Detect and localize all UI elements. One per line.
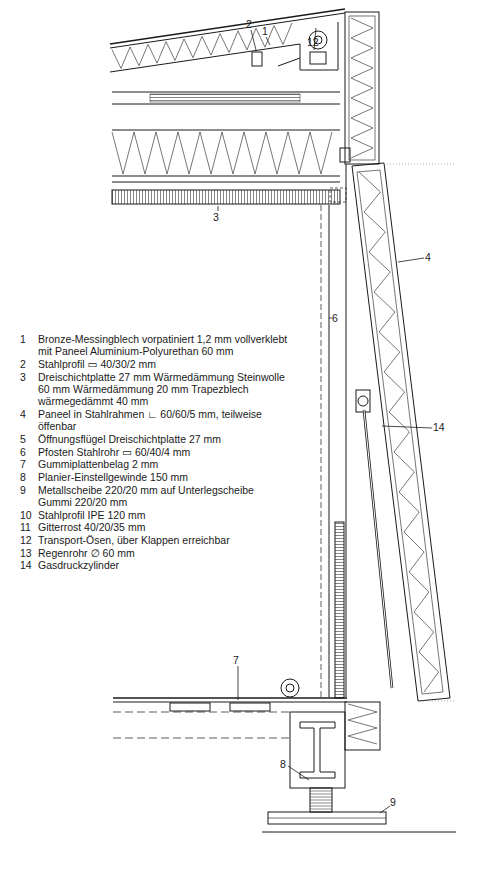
base-plate	[262, 812, 456, 832]
key-text: Dreischichtplatte 27 mm Wärmedämmung Ste…	[38, 371, 288, 408]
key-number: 12	[20, 534, 38, 546]
callout-number: 14	[433, 421, 445, 433]
key-number: 5	[20, 433, 38, 445]
key-text: Öffnungsflügel Dreischichtplatte 27 mm	[38, 433, 288, 445]
key-text: Pfosten Stahlrohr ▭ 60/40/4 mm	[38, 446, 288, 458]
key-number: 6	[20, 446, 38, 458]
facade-panel	[352, 163, 450, 701]
floor-build-up	[113, 679, 347, 738]
key-number: 1	[20, 333, 38, 358]
key-item: 1Bronze-Messingblech vorpatiniert 1,2 mm…	[20, 333, 295, 358]
key-number: 10	[20, 509, 38, 521]
key-text: Gitterrost 40/20/35 mm	[38, 521, 288, 533]
opening-sash	[335, 522, 344, 698]
ceiling-layers	[112, 92, 340, 204]
gutter-eyelet	[278, 22, 338, 70]
levelling-screw	[310, 788, 332, 812]
key-text: Regenrohr ∅ 60 mm	[38, 547, 288, 559]
key-item: 9Metallscheibe 220/20 mm auf Unterlegsch…	[20, 484, 295, 509]
callout-number: 9	[390, 796, 396, 808]
steel-beam	[290, 702, 380, 788]
key-text: Transport-Ösen, über Klappen erreichbar	[38, 534, 288, 546]
key-item: 11Gitterrost 40/20/35 mm	[20, 521, 295, 533]
key-text: Gummiplattenbelag 2 mm	[38, 458, 288, 470]
gas-cylinder	[356, 390, 392, 688]
key-item: 6Pfosten Stahlrohr ▭ 60/40/4 mm	[20, 446, 295, 458]
key-number: 4	[20, 408, 38, 433]
key-text: Paneel in Stahlrahmen ∟ 60/60/5 mm, teil…	[38, 408, 288, 433]
key-number: 3	[20, 371, 38, 408]
roof-panel	[110, 9, 345, 72]
callout-number: 8	[280, 758, 286, 770]
key-text: Stahlprofil ▭ 40/30/2 mm	[38, 358, 288, 370]
key-number: 14	[20, 559, 38, 571]
key-text: Metallscheibe 220/20 mm auf Unterlegsche…	[38, 484, 288, 509]
key-text: Gasdruckzylinder	[38, 559, 288, 571]
key-item: 12Transport-Ösen, über Klappen erreichba…	[20, 534, 295, 546]
callout-number: 2	[246, 18, 252, 30]
callout-number: 4	[425, 251, 431, 263]
key-number: 8	[20, 471, 38, 483]
steel-profile	[252, 52, 262, 66]
callout-number: 1	[262, 25, 268, 37]
callout-number: 6	[332, 312, 338, 324]
key-text: Planier-Einstellgewinde 150 mm	[38, 471, 288, 483]
callout-number: 3	[213, 211, 219, 223]
callout-number: 12	[307, 36, 319, 48]
key-item: 5Öffnungsflügel Dreischichtplatte 27 mm	[20, 433, 295, 445]
key-item: 4Paneel in Stahlrahmen ∟ 60/60/5 mm, tei…	[20, 408, 295, 433]
key-number: 2	[20, 358, 38, 370]
key-item: 10Stahlprofil IPE 120 mm	[20, 509, 295, 521]
steel-post	[321, 164, 346, 697]
key-item: 7Gummiplattenbelag 2 mm	[20, 458, 295, 470]
key-number: 7	[20, 458, 38, 470]
callout-number: 7	[233, 654, 239, 666]
key-number: 9	[20, 484, 38, 509]
key-number: 11	[20, 521, 38, 533]
fascia-box	[340, 12, 379, 164]
key-item: 13Regenrohr ∅ 60 mm	[20, 547, 295, 559]
key-number: 13	[20, 547, 38, 559]
key-item: 14Gasdruckzylinder	[20, 559, 295, 571]
key-text: Stahlprofil IPE 120 mm	[38, 509, 288, 521]
leader-line	[218, 28, 432, 813]
key-item: 2Stahlprofil ▭ 40/30/2 mm	[20, 358, 295, 370]
key-text: Bronze-Messingblech vorpatiniert 1,2 mm …	[38, 333, 288, 358]
key-item: 3Dreischichtplatte 27 mm Wärmedämmung St…	[20, 371, 295, 408]
key-item: 8Planier-Einstellgewinde 150 mm	[20, 471, 295, 483]
